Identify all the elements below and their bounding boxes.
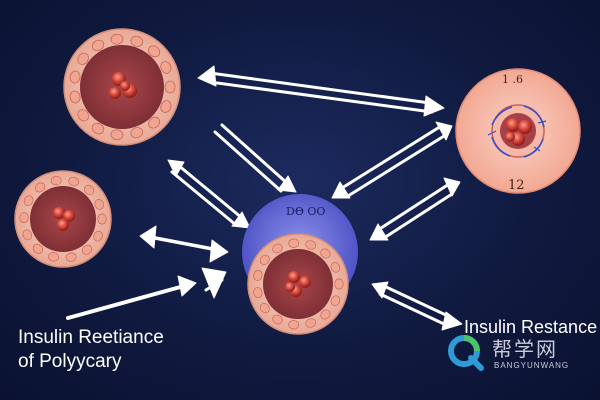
arrow-topleft-down — [213, 123, 297, 193]
caption-left-line2: of Polyycary — [18, 351, 122, 372]
arrow-caption-to-center — [66, 275, 197, 320]
center-cell-label: DΘ OO — [286, 205, 326, 218]
arrows — [66, 65, 463, 331]
arrow-right-to-center-upper — [331, 121, 453, 199]
arrow-left-to-center — [139, 225, 229, 263]
watermark-chinese-text: 帮学网 — [492, 337, 558, 361]
right-cell-label-top: 1 .6 — [502, 73, 523, 86]
caption-left: Insulin Reetiance of Polyycary — [18, 326, 164, 374]
cell-left — [14, 170, 112, 268]
arrow-topleft-to-center — [167, 159, 251, 229]
watermark-logo-icon — [448, 335, 484, 371]
cell-top-left — [63, 28, 181, 146]
caption-right: Insulin Restance — [464, 317, 598, 337]
cell-right — [455, 68, 581, 194]
arrow-center-to-bottomright — [371, 281, 463, 331]
watermark-english-text: BANGYUNWANG — [494, 361, 570, 370]
arrow-right-to-center-lower — [369, 177, 461, 241]
cell-center — [242, 194, 358, 335]
caption-left-line1: Insulin Reetiance — [18, 327, 164, 348]
arrow-small-chevron — [201, 267, 227, 299]
watermark: 帮学网 BANGYUNWANG — [446, 331, 586, 375]
arrow-topleft-to-right — [197, 65, 445, 117]
right-cell-label-bottom: 12 — [508, 178, 525, 193]
